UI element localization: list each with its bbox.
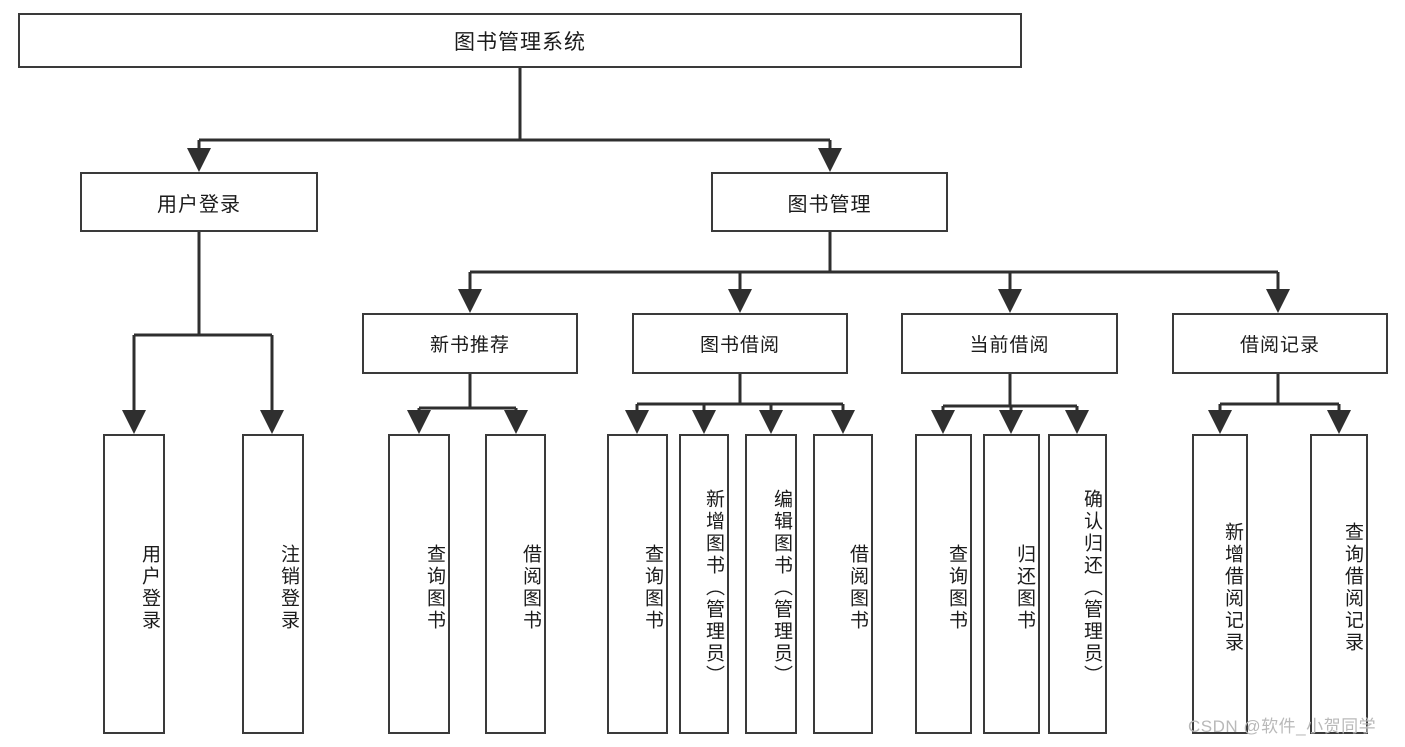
node-leaf-query-book-3[interactable]: 查询图书 — [915, 434, 972, 734]
node-leaf-edit-book[interactable]: 编辑图书（管理员） — [745, 434, 797, 734]
node-leaf-return-book[interactable]: 归还图书 — [983, 434, 1040, 734]
node-leaf-confirm-return[interactable]: 确认归还（管理员） — [1048, 434, 1107, 734]
node-leaf-user-login[interactable]: 用户登录 — [103, 434, 165, 734]
node-root[interactable]: 图书管理系统 — [18, 13, 1022, 68]
node-leaf-query-book-2[interactable]: 查询图书 — [607, 434, 668, 734]
node-user-login[interactable]: 用户登录 — [80, 172, 318, 232]
node-leaf-add-record-label: 新增借阅记录 — [1222, 522, 1243, 654]
node-new-book-recommend[interactable]: 新书推荐 — [362, 313, 578, 374]
node-leaf-user-logout-label: 注销登录 — [278, 544, 299, 632]
node-leaf-borrow-book-1-label: 借阅图书 — [520, 544, 541, 632]
node-user-login-label: 用户登录 — [157, 193, 241, 216]
node-leaf-confirm-return-label: 确认归还（管理员） — [1081, 489, 1102, 687]
node-book-manage[interactable]: 图书管理 — [711, 172, 948, 232]
watermark: CSDN @软件_小贺同学 — [1188, 717, 1377, 736]
node-book-borrow[interactable]: 图书借阅 — [632, 313, 848, 374]
node-leaf-query-record[interactable]: 查询借阅记录 — [1310, 434, 1368, 734]
node-borrow-record[interactable]: 借阅记录 — [1172, 313, 1388, 374]
node-book-manage-label: 图书管理 — [787, 193, 872, 216]
node-leaf-query-record-label: 查询借阅记录 — [1342, 522, 1363, 654]
node-leaf-add-book-label: 新增图书（管理员） — [703, 489, 724, 687]
node-leaf-borrow-book-2-label: 借阅图书 — [847, 544, 868, 632]
node-leaf-user-login-label: 用户登录 — [139, 544, 160, 632]
node-leaf-user-logout[interactable]: 注销登录 — [242, 434, 304, 734]
node-root-label: 图书管理系统 — [454, 30, 586, 54]
node-leaf-borrow-book-2[interactable]: 借阅图书 — [813, 434, 873, 734]
node-leaf-query-book-1-label: 查询图书 — [424, 544, 445, 632]
node-current-borrow-label: 当前借阅 — [969, 335, 1050, 356]
node-borrow-record-label: 借阅记录 — [1239, 335, 1320, 356]
node-leaf-query-book-3-label: 查询图书 — [946, 544, 967, 632]
node-current-borrow[interactable]: 当前借阅 — [901, 313, 1118, 374]
node-new-book-recommend-label: 新书推荐 — [429, 335, 510, 356]
node-book-borrow-label: 图书借阅 — [699, 335, 780, 356]
node-leaf-edit-book-label: 编辑图书（管理员） — [771, 489, 792, 687]
node-leaf-add-book[interactable]: 新增图书（管理员） — [679, 434, 729, 734]
node-leaf-return-book-label: 归还图书 — [1014, 544, 1035, 632]
node-leaf-add-record[interactable]: 新增借阅记录 — [1192, 434, 1248, 734]
node-leaf-query-book-2-label: 查询图书 — [642, 544, 663, 632]
node-leaf-borrow-book-1[interactable]: 借阅图书 — [485, 434, 546, 734]
node-leaf-query-book-1[interactable]: 查询图书 — [388, 434, 450, 734]
